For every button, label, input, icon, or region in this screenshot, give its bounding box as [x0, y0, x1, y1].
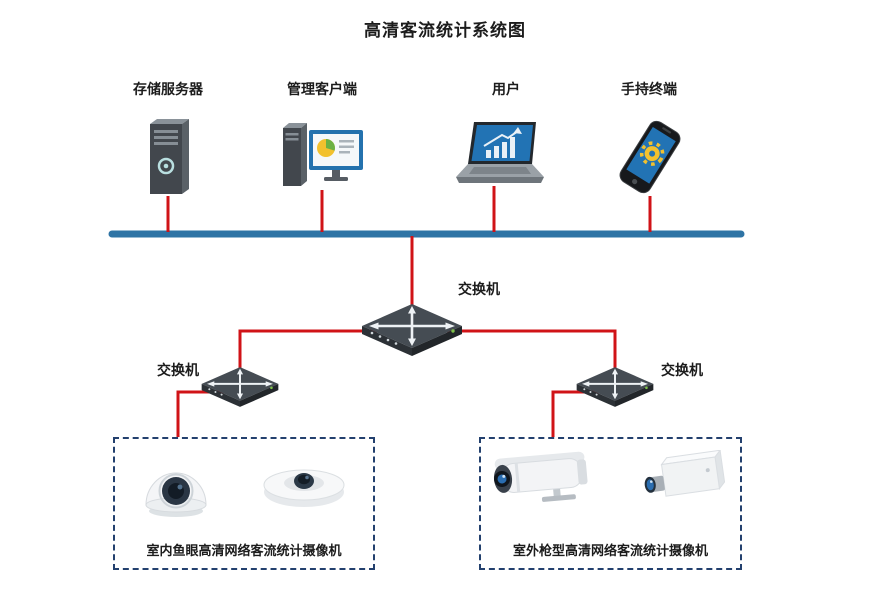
outdoor-camera-group-label: 室外枪型高清网络客流统计摄像机	[512, 543, 708, 558]
right-switch-label: 交换机	[661, 362, 703, 378]
indoor-camera-group-box: 室内鱼眼高清网络客流统计摄像机	[113, 437, 375, 570]
management-client-label: 管理客户端	[287, 81, 357, 97]
core-switch-label: 交换机	[458, 281, 500, 297]
dome-fisheye-camera-icon	[145, 472, 207, 517]
core-switch-icon	[362, 304, 462, 356]
left-switch-icon	[201, 367, 279, 407]
box-camera-icon	[644, 450, 726, 497]
storage-server-label: 存储服务器	[133, 81, 203, 97]
storage-server-icon	[150, 119, 189, 194]
handheld-terminal-label: 手持终端	[621, 81, 677, 97]
indoor-camera-group-label: 室内鱼眼高清网络客流统计摄像机	[146, 543, 342, 558]
link-core-to-right-switch	[412, 329, 617, 378]
outdoor-camera-group-box: 室外枪型高清网络客流统计摄像机	[479, 437, 742, 570]
right-switch-icon	[576, 367, 654, 407]
page-title: 高清客流统计系统图	[364, 21, 526, 40]
handheld-terminal-icon	[619, 120, 681, 194]
link-core-to-left-switch	[238, 329, 412, 378]
management-client-icon	[283, 123, 363, 186]
user-label: 用户	[492, 81, 520, 97]
bullet-camera-icon	[493, 451, 588, 502]
user-laptop-icon	[456, 122, 544, 183]
left-switch-label: 交换机	[157, 362, 199, 378]
panoramic-fisheye-camera-icon	[263, 469, 345, 507]
